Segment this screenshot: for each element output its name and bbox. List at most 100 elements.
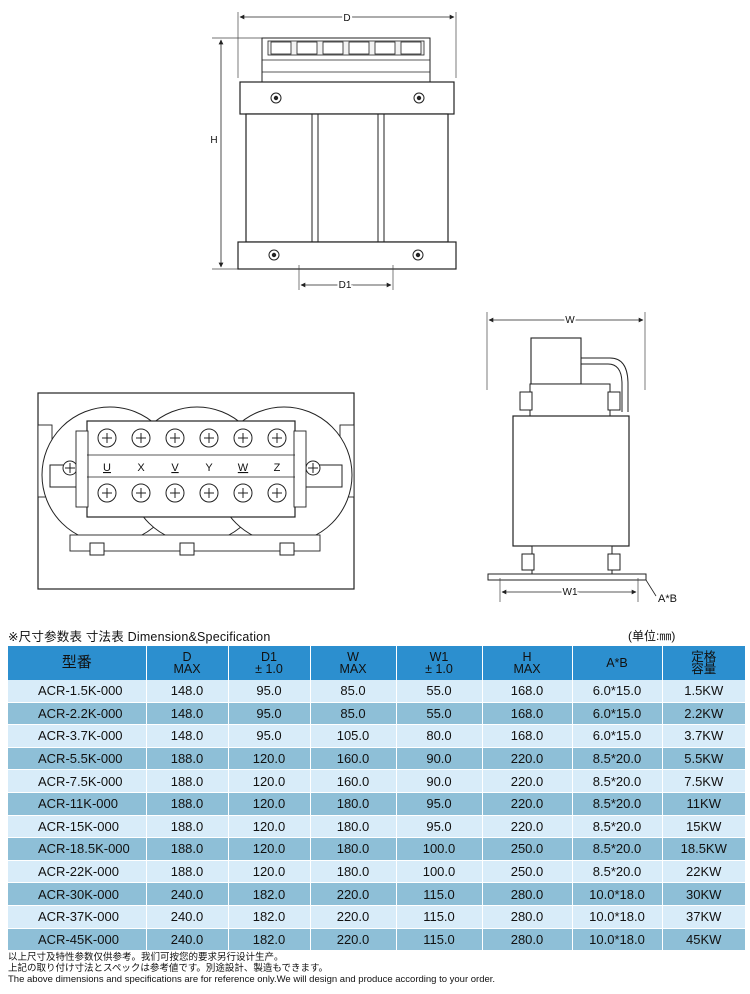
top-view-drawing: U X V Y W Z xyxy=(37,392,355,590)
cell-w1: 115.0 xyxy=(396,905,483,929)
cell-w: 85.0 xyxy=(310,680,397,703)
cell-d: 148.0 xyxy=(146,680,229,703)
cell-capacity: 45KW xyxy=(662,928,745,952)
cell-w1: 115.0 xyxy=(396,882,483,906)
cell-capacity: 3.7KW xyxy=(662,724,745,748)
cell-capacity: 15KW xyxy=(662,815,745,839)
cell-d1: 120.0 xyxy=(228,747,311,771)
terminal-label-y: Y xyxy=(205,462,213,474)
cell-model: ACR-5.5K-000 xyxy=(8,747,147,771)
cell-d: 240.0 xyxy=(146,928,229,952)
cell-capacity: 22KW xyxy=(662,860,745,884)
cell-w: 180.0 xyxy=(310,837,397,861)
cell-d: 188.0 xyxy=(146,815,229,839)
cell-w: 85.0 xyxy=(310,702,397,726)
cell-w: 160.0 xyxy=(310,747,397,771)
dim-ab-label: A*B xyxy=(658,593,677,605)
col-header-d1: D1± 1.0 xyxy=(228,646,311,680)
cell-h: 250.0 xyxy=(482,837,573,861)
cell-h: 168.0 xyxy=(482,702,573,726)
cell-model: ACR-22K-000 xyxy=(8,860,147,884)
cell-ab: 8.5*20.0 xyxy=(572,769,663,793)
side-view-drawing: W W1 A*B xyxy=(486,312,677,605)
cell-capacity: 5.5KW xyxy=(662,747,745,771)
col-header-model: 型番 xyxy=(8,646,147,680)
cell-capacity: 2.2KW xyxy=(662,702,745,726)
cell-w: 220.0 xyxy=(310,882,397,906)
dim-w-label: W xyxy=(565,315,575,326)
cell-h: 220.0 xyxy=(482,769,573,793)
cell-model: ACR-11K-000 xyxy=(8,792,147,816)
cell-model: ACR-37K-000 xyxy=(8,905,147,929)
cell-d: 188.0 xyxy=(146,747,229,771)
cell-d1: 182.0 xyxy=(228,882,311,906)
cell-w1: 100.0 xyxy=(396,860,483,884)
terminal-label-w: W xyxy=(238,462,249,474)
cell-ab: 10.0*18.0 xyxy=(572,928,663,952)
cell-ab: 6.0*15.0 xyxy=(572,680,663,703)
cell-model: ACR-30K-000 xyxy=(8,882,147,906)
terminal-label-v: V xyxy=(171,462,179,474)
note-chinese: 以上尺寸及特性参数仅供参考。我们可按您的要求另行设计生产。 xyxy=(8,952,284,963)
cell-capacity: 1.5KW xyxy=(662,680,745,703)
cell-h: 280.0 xyxy=(482,882,573,906)
cell-w: 160.0 xyxy=(310,769,397,793)
cell-d1: 120.0 xyxy=(228,837,311,861)
cell-h: 280.0 xyxy=(482,905,573,929)
cell-h: 168.0 xyxy=(482,724,573,748)
cell-ab: 6.0*15.0 xyxy=(572,724,663,748)
cell-h: 220.0 xyxy=(482,815,573,839)
cell-d1: 182.0 xyxy=(228,928,311,952)
col-header-ab: A*B xyxy=(572,646,663,680)
cell-w1: 55.0 xyxy=(396,680,483,703)
cell-d1: 95.0 xyxy=(228,702,311,726)
cell-model: ACR-2.2K-000 xyxy=(8,702,147,726)
cell-w1: 115.0 xyxy=(396,928,483,952)
note-japanese: 上記の取り付け寸法とスペックは参考値です。別途設計、製造もできます。 xyxy=(8,963,329,974)
unit-label: (单位:㎜) xyxy=(628,629,676,643)
cell-ab: 8.5*20.0 xyxy=(572,792,663,816)
cell-d: 188.0 xyxy=(146,792,229,816)
cell-d1: 120.0 xyxy=(228,860,311,884)
cell-ab: 6.0*15.0 xyxy=(572,702,663,726)
cell-capacity: 11KW xyxy=(662,792,745,816)
cell-w1: 55.0 xyxy=(396,702,483,726)
cell-ab: 8.5*20.0 xyxy=(572,815,663,839)
cell-capacity: 18.5KW xyxy=(662,837,745,861)
cell-model: ACR-3.7K-000 xyxy=(8,724,147,748)
cell-ab: 10.0*18.0 xyxy=(572,882,663,906)
cell-h: 220.0 xyxy=(482,792,573,816)
cell-model: ACR-15K-000 xyxy=(8,815,147,839)
cell-ab: 10.0*18.0 xyxy=(572,905,663,929)
cell-w1: 90.0 xyxy=(396,747,483,771)
cell-w: 180.0 xyxy=(310,815,397,839)
cell-w1: 100.0 xyxy=(396,837,483,861)
cell-model: ACR-45K-000 xyxy=(8,928,147,952)
front-view-drawing: D H D1 xyxy=(208,11,457,293)
cell-ab: 8.5*20.0 xyxy=(572,860,663,884)
cell-w: 180.0 xyxy=(310,792,397,816)
cell-w1: 90.0 xyxy=(396,769,483,793)
cell-d: 148.0 xyxy=(146,724,229,748)
cell-d1: 120.0 xyxy=(228,769,311,793)
col-header-w1: W1± 1.0 xyxy=(396,646,483,680)
cell-model: ACR-18.5K-000 xyxy=(8,837,147,861)
cell-capacity: 37KW xyxy=(662,905,745,929)
cell-w1: 95.0 xyxy=(396,792,483,816)
note-english: The above dimensions and specifications … xyxy=(8,974,496,985)
cell-d1: 182.0 xyxy=(228,905,311,929)
col-header-capacity: 定格容量 xyxy=(662,646,745,680)
cell-d: 240.0 xyxy=(146,882,229,906)
cell-d: 188.0 xyxy=(146,860,229,884)
cell-w: 220.0 xyxy=(310,905,397,929)
cell-w: 105.0 xyxy=(310,724,397,748)
cell-d1: 95.0 xyxy=(228,724,311,748)
